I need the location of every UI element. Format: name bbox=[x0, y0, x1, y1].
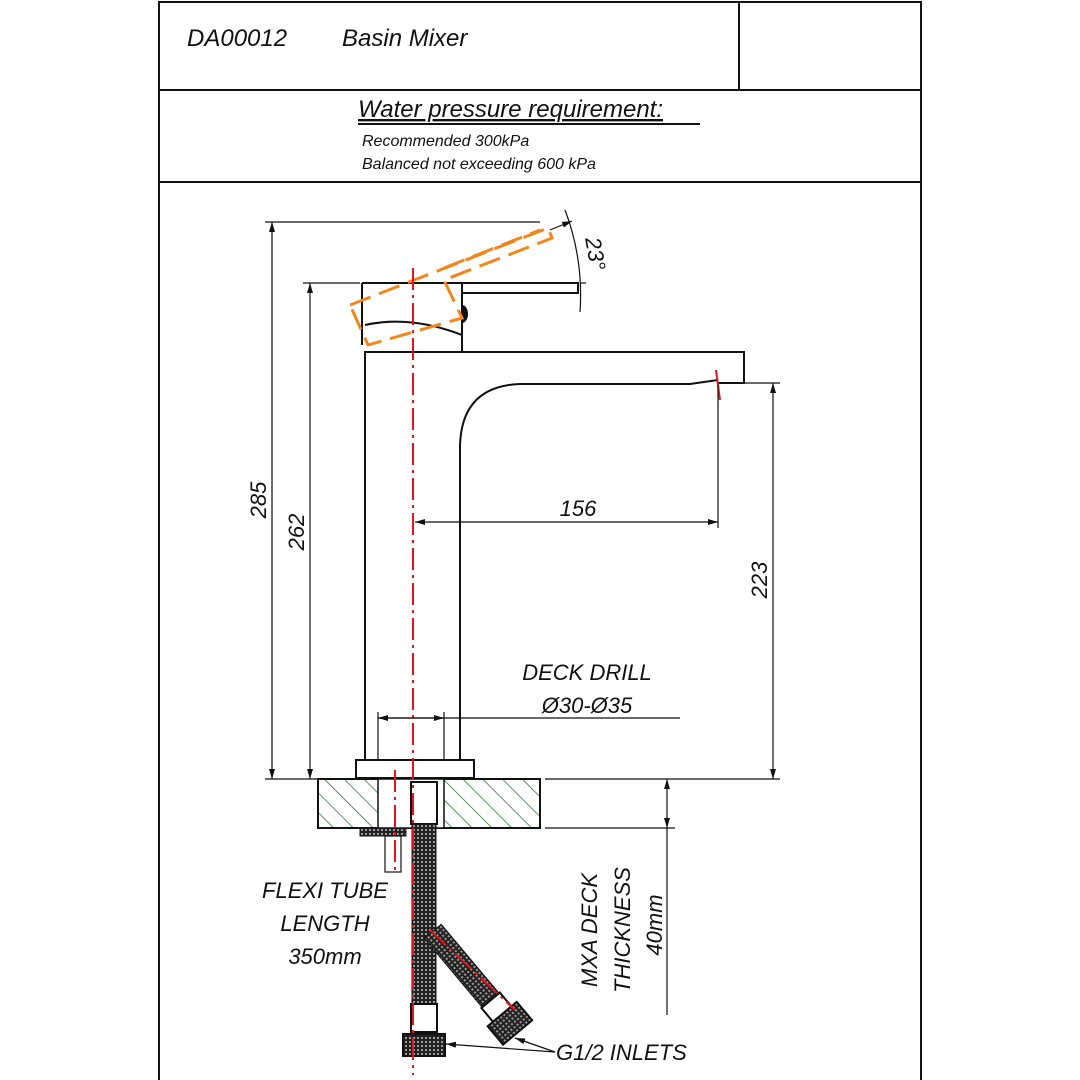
product-name: Basin Mixer bbox=[342, 25, 468, 52]
title-frame bbox=[158, 1, 922, 1080]
dimension-lines bbox=[265, 209, 780, 1053]
pressure-heading: Water pressure requirement: bbox=[358, 96, 663, 123]
flexi-tubes bbox=[402, 781, 534, 1057]
deck-thickness-label-2: THICKNESS bbox=[610, 867, 635, 993]
dim-spout-height: 223 bbox=[747, 561, 772, 599]
deck-thickness-label-3: 40mm bbox=[642, 894, 667, 955]
deck-drill-size: Ø30-Ø35 bbox=[541, 693, 633, 718]
pressure-recommended: Recommended 300kPa bbox=[362, 133, 529, 150]
deck-thickness-label-1: MXA DECK bbox=[577, 872, 602, 987]
dim-spout-reach: 156 bbox=[560, 496, 597, 521]
flexi-label-2: LENGTH bbox=[280, 911, 369, 936]
flexi-label-3: 350mm bbox=[288, 944, 361, 969]
inlets-label: G1/2 INLETS bbox=[556, 1040, 687, 1065]
dim-body-height: 262 bbox=[284, 514, 309, 552]
pressure-max: Balanced not exceeding 600 kPa bbox=[362, 156, 596, 173]
mounting-stud bbox=[359, 827, 407, 873]
dim-lever-angle: 23° bbox=[580, 234, 611, 272]
lever-raised-position bbox=[347, 226, 554, 347]
flexi-label-1: FLEXI TUBE bbox=[262, 878, 388, 903]
product-code: DA00012 bbox=[187, 25, 287, 52]
deck-drill-label: DECK DRILL bbox=[522, 660, 652, 685]
centerlines bbox=[394, 268, 721, 1075]
dim-overall-height: 285 bbox=[246, 481, 271, 519]
